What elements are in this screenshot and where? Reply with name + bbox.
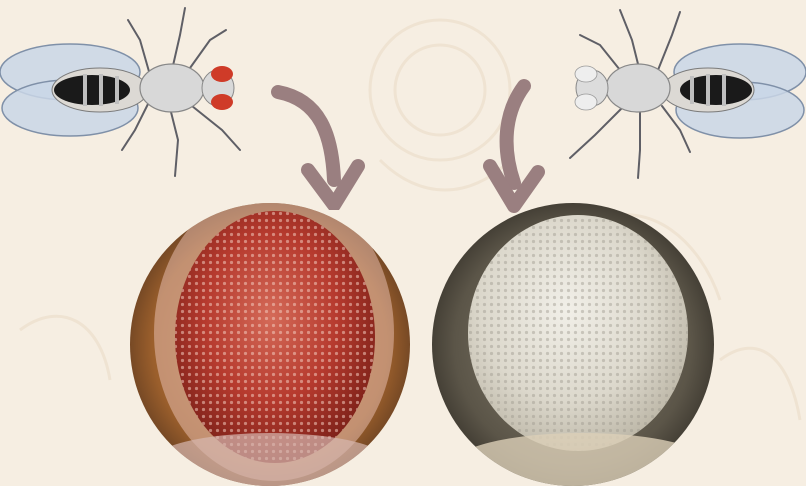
wild-type-fly — [0, 0, 270, 190]
curved-arrow-right — [478, 78, 558, 213]
white-compound-eye-top — [575, 66, 597, 82]
fly-thorax — [140, 64, 204, 112]
white-eyed-mutant-fly — [540, 0, 806, 190]
fly-thorax — [606, 64, 670, 112]
white-compound-eye-bottom — [575, 94, 597, 110]
red-eye-closeup — [130, 203, 410, 486]
white-eye-closeup — [432, 203, 714, 486]
red-compound-eye-bottom — [211, 94, 233, 110]
curved-arrow-left — [260, 80, 370, 210]
red-compound-eye-top — [211, 66, 233, 82]
